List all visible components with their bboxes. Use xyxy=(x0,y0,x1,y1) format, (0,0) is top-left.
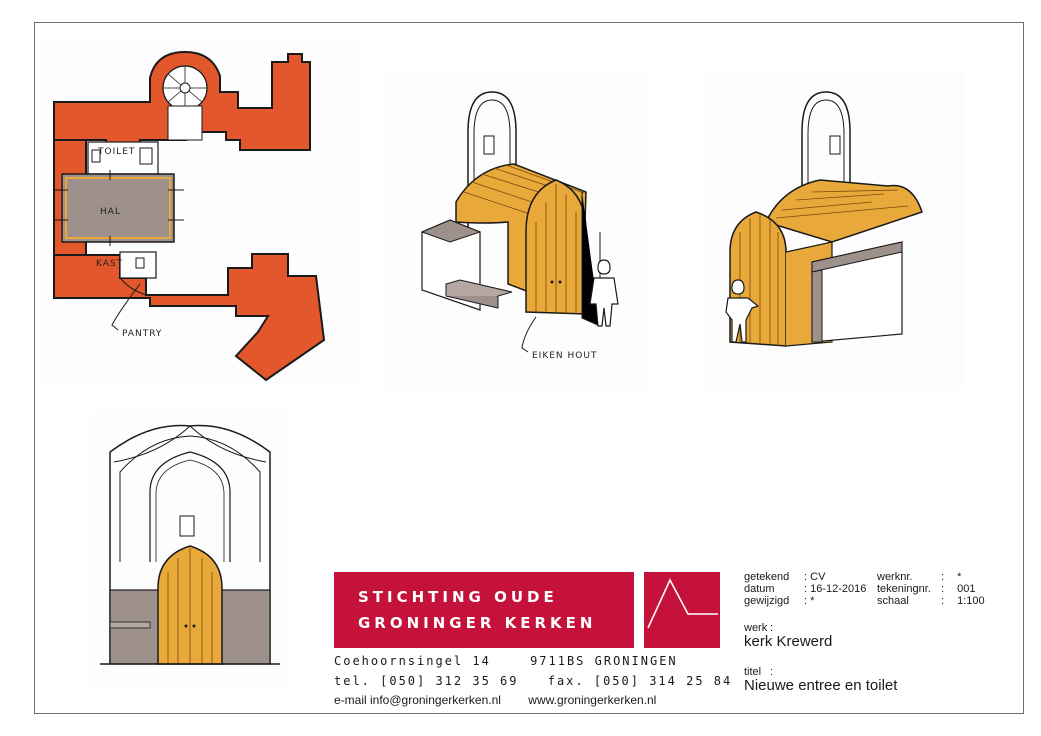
schaal-value: 1:100 xyxy=(957,595,985,607)
titel-label: titel xyxy=(744,666,762,678)
email-web-line: e-mail info@groningerkerken.nl www.groni… xyxy=(334,693,656,707)
schaal-label: schaal xyxy=(877,595,909,607)
wood-roof-right xyxy=(764,179,923,243)
getekend-label: getekend xyxy=(744,571,790,583)
floor-plan-panel: TOILET HAL KAST PANTRY xyxy=(40,40,360,385)
website: www.groningerkerken.nl xyxy=(528,693,657,707)
gewijzigd-value: * xyxy=(810,595,815,607)
titleblock-col-1: getekend: CV datum: 16-12-2016 gewijzigd… xyxy=(744,571,867,607)
werknr-value: * xyxy=(957,571,962,583)
werk-block: werk: kerk Krewerd xyxy=(744,622,833,650)
gewijzigd-label: gewijzigd xyxy=(744,595,790,607)
titel-value: Nieuwe entree en toilet xyxy=(744,677,898,694)
logo-line-1: STICHTING OUDE xyxy=(358,588,558,606)
foundation-logo: STICHTING OUDE GRONINGER KERKEN xyxy=(334,572,634,648)
getekend-value: CV xyxy=(810,571,826,583)
tekeningnr-value: 001 xyxy=(957,583,976,595)
label-pantry: PANTRY xyxy=(122,329,162,339)
human-figure xyxy=(589,259,619,327)
label-toilet: TOILET xyxy=(97,147,135,157)
address-postal: 9711BS GRONINGEN xyxy=(530,654,678,668)
label-kast: KAST xyxy=(96,259,123,269)
datum-label: datum xyxy=(744,583,775,595)
logo-mark-icon xyxy=(647,578,718,629)
datum-value: 16-12-2016 xyxy=(810,583,867,595)
iso-right-sketch xyxy=(725,91,923,347)
section-sketch xyxy=(100,424,280,665)
logo-mark xyxy=(644,572,720,648)
wall-south xyxy=(53,253,326,382)
werk-value: kerk Krewerd xyxy=(744,633,833,650)
label-eiken-hout: EIKEN HOUT xyxy=(532,351,597,361)
fax-number: fax. [050] 314 25 84 xyxy=(547,674,733,688)
phone-number: tel. [050] 312 35 69 xyxy=(334,674,519,688)
werk-label: werk xyxy=(744,622,768,634)
titel-block: titel: Nieuwe entree en toilet xyxy=(744,666,898,694)
logo-line-2: GRONINGER KERKEN xyxy=(358,614,597,632)
label-hal: HAL xyxy=(100,207,121,217)
floor-plan-sketch: TOILET HAL KAST PANTRY xyxy=(53,50,326,382)
human-figure-right xyxy=(725,279,760,343)
phone-line: tel. [050] 312 35 69 fax. [050] 314 25 8… xyxy=(334,674,732,688)
iso-view-right-panel xyxy=(702,72,964,390)
address-street: Coehoornsingel 14 xyxy=(334,654,491,668)
iso-left-sketch: EIKEN HOUT xyxy=(420,91,619,361)
titleblock-col-2: werknr.: * tekeningnr.: 001 schaal: 1:10… xyxy=(877,571,985,607)
address-line: Coehoornsingel 14 9711BS GRONINGEN xyxy=(334,654,678,668)
tekeningnr-label: tekeningnr. xyxy=(877,583,931,595)
iso-view-left-panel: EIKEN HOUT xyxy=(386,72,648,390)
email-address: e-mail info@groningerkerken.nl xyxy=(334,693,501,707)
hall-box xyxy=(61,173,175,243)
werknr-label: werknr. xyxy=(877,571,913,583)
section-view-panel xyxy=(90,412,290,690)
